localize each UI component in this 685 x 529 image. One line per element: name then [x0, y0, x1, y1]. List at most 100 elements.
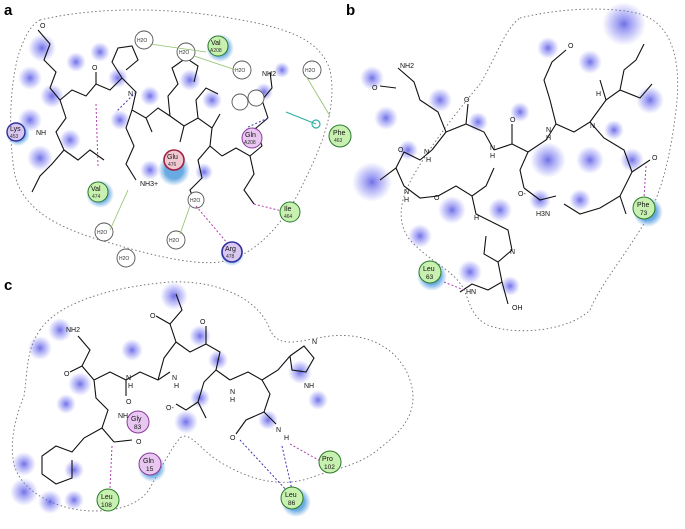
atom-label: H: [596, 91, 601, 98]
atom-label: O: [136, 439, 142, 446]
residue-val-474: Val 474: [86, 180, 114, 208]
atom-label: O: [126, 399, 132, 406]
residue-leu-86: Leu 86: [280, 486, 311, 517]
water-label: H2O: [97, 230, 107, 236]
residue-phe-73: Phe 73: [632, 196, 663, 227]
ligand-bonds-c: [41, 293, 315, 485]
atom-label: O: [372, 85, 378, 92]
residue-number: A208: [210, 48, 222, 54]
water-circle: [134, 30, 154, 50]
residue-phe-463: Phe 463: [328, 124, 352, 148]
atom-label: O: [200, 319, 206, 326]
residue-leu-108: Leu 108: [96, 488, 120, 512]
residue-name: Val: [211, 40, 221, 47]
atom-label: N: [424, 149, 429, 156]
atom-label: N: [276, 427, 281, 434]
residue-name: Ile: [284, 206, 292, 213]
atom-label: O: [64, 371, 70, 378]
water-circle: [232, 60, 252, 80]
water-label: H2O: [305, 68, 315, 74]
water-circle: [187, 191, 205, 209]
atom-label: N: [404, 189, 409, 196]
atom-label: NH3+: [140, 181, 158, 188]
interactions-a: [95, 91, 321, 245]
panel-a: a: [4, 2, 352, 268]
water-label: H2O: [179, 50, 189, 56]
water-label: H2O: [119, 256, 129, 262]
residue-name: Gly: [131, 416, 142, 423]
atom-label: N: [126, 375, 131, 382]
atom-label: O: [40, 23, 46, 30]
residue-leu-63: Leu 63: [417, 260, 447, 291]
residue-lys-453: Lys 453: [6, 122, 30, 146]
atom-label: OH: [512, 305, 523, 312]
atom-label: H: [404, 197, 409, 204]
residue-ile-464: Ile 464: [279, 201, 301, 223]
ligand-bonds-b: [379, 43, 653, 305]
panel-label-b: b: [346, 2, 355, 19]
water-circle: [302, 60, 322, 80]
atom-label: O-: [518, 191, 526, 198]
water-circle: [116, 248, 136, 268]
residue-number: 73: [640, 210, 648, 217]
water-label: H2O: [190, 198, 200, 204]
residue-name: Leu: [101, 494, 113, 501]
atom-label: O: [510, 117, 516, 124]
residue-name: Phe: [637, 202, 650, 209]
exposure-blobs-c: [10, 282, 328, 514]
residue-name: Lys: [10, 126, 21, 133]
atom-label: N: [490, 145, 495, 152]
atom-label: NH2: [400, 63, 414, 70]
atom-label: H3N: [536, 211, 550, 218]
atom-label: NH2: [262, 71, 276, 78]
residue-name: Pro: [322, 456, 333, 463]
residue-name: Val: [91, 186, 101, 193]
water-label: H2O: [235, 68, 245, 74]
water-circle: [231, 93, 249, 111]
atom-label: O-: [166, 405, 174, 412]
residue-arg-478: Arg 478: [220, 241, 244, 266]
water-label: H2O: [137, 38, 147, 44]
panel-label-a: a: [4, 2, 13, 19]
interactions-c: [109, 439, 323, 493]
residue-name: Leu: [285, 492, 297, 499]
atom-label: O: [150, 313, 156, 320]
residue-name: Arg: [225, 246, 236, 253]
water-circle: [176, 42, 196, 62]
water-molecules-a: H2O H2O H2O H2O H2O H2O H2O H2O: [94, 30, 331, 268]
residue-gln-a208: Gln A208: [241, 127, 263, 149]
atom-label: H: [230, 397, 235, 404]
residue-number: 474: [92, 194, 101, 200]
atom-label: N: [128, 91, 133, 98]
atom-label: H: [490, 153, 495, 160]
atom-label: N: [590, 123, 595, 130]
residue-glu-476: Glu 476: [158, 149, 190, 186]
atom-label: O: [230, 435, 236, 442]
atom-label: NH2: [66, 327, 80, 334]
residue-name: Phe: [333, 130, 346, 137]
water-circle: [247, 89, 265, 107]
atom-label: O: [398, 147, 404, 154]
atom-label: N: [172, 375, 177, 382]
residue-number: 102: [324, 464, 335, 471]
residue-number: 83: [134, 424, 142, 431]
atom-label: NH: [36, 130, 46, 137]
water-circle: [94, 222, 114, 242]
residue-pro-102: Pro 102: [318, 450, 342, 474]
atom-label: O: [92, 65, 98, 72]
water-circle: [166, 230, 186, 250]
residue-number: A208: [244, 140, 256, 146]
atom-label: N: [510, 249, 515, 256]
atom-label: N: [312, 339, 317, 346]
atom-label: H: [426, 157, 431, 164]
atom-label: H: [174, 383, 179, 390]
atom-label: O: [568, 43, 574, 50]
interactions-b: [443, 165, 647, 291]
atom-label: H: [474, 215, 479, 222]
atom-label: H: [546, 135, 551, 142]
residue-name: Gln: [143, 458, 154, 465]
residue-name: Leu: [423, 266, 435, 273]
atom-label: H: [128, 383, 133, 390]
atom-label: O: [652, 155, 658, 162]
